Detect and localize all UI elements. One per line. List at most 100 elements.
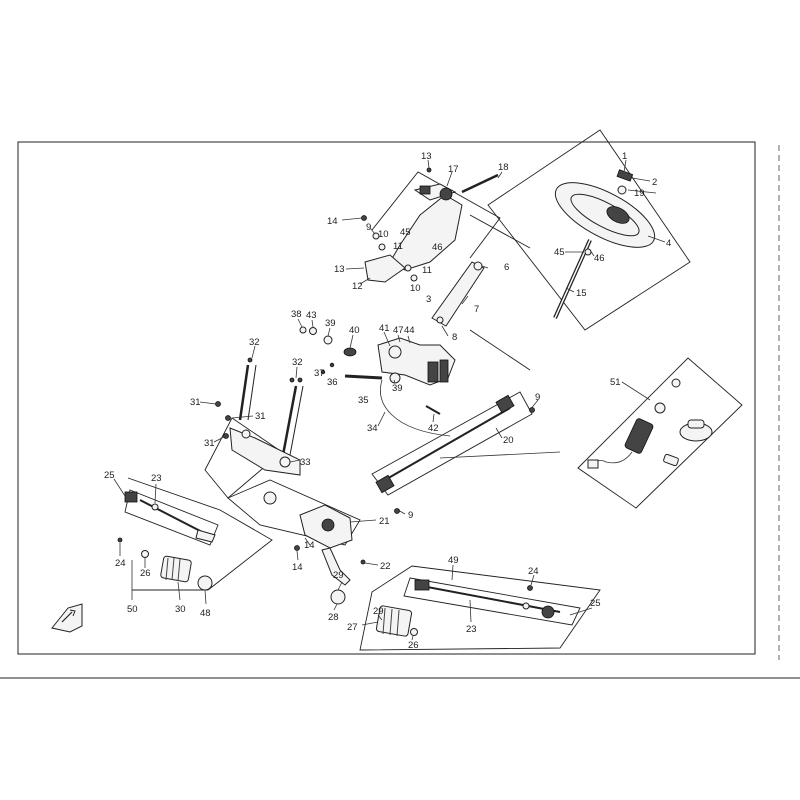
boot-left: [160, 555, 192, 583]
guide-plate: [431, 261, 485, 327]
callout-39: 39: [325, 318, 336, 329]
left-tierod-outline: [127, 477, 273, 591]
nut-43: [309, 327, 317, 335]
front-direction-icon: [51, 603, 83, 633]
mount-bracket: [229, 427, 301, 476]
callout-19: 19: [634, 188, 645, 199]
callout-25b: 25: [590, 598, 601, 609]
callout-40: 40: [349, 325, 360, 336]
tilt-group-outline: [371, 171, 501, 259]
callout-9b: 9: [535, 392, 540, 403]
wheel-group-outline: [487, 129, 691, 331]
callout-11b: 11: [422, 265, 432, 276]
callout-24: 24: [115, 558, 126, 569]
callout-43: 43: [306, 310, 317, 321]
steering-wheel-group: 1 2 19 4 45 46 15: [487, 129, 691, 331]
callout-41: 41: [379, 323, 390, 334]
callout-51: 51: [610, 377, 621, 388]
bushing-39: [323, 335, 333, 345]
right-tierod-outline: [359, 565, 601, 651]
clamp-26: [141, 550, 149, 558]
callout-39b: 39: [392, 383, 403, 394]
callout-3: 3: [426, 294, 431, 305]
callout-14b: 14: [292, 562, 303, 573]
callout-21: 21: [379, 516, 390, 527]
callout-9: 9: [366, 222, 371, 233]
u-joint-upper: [495, 394, 515, 414]
boot-right: [375, 605, 413, 637]
callout-1: 1: [622, 151, 627, 162]
ignition-wire: [595, 451, 633, 465]
callout-27: 27: [347, 622, 358, 633]
callout-15: 15: [576, 288, 587, 299]
callout-45b: 45: [400, 227, 411, 238]
callout-29: 29: [333, 570, 344, 581]
callout-12: 12: [352, 281, 363, 292]
clamp-26-right: [410, 628, 418, 636]
callout-31c: 31: [204, 438, 215, 449]
ignition-key: [663, 453, 679, 467]
callout-38: 38: [291, 309, 302, 320]
callout-10: 10: [378, 229, 389, 240]
callout-36: 36: [327, 377, 338, 388]
callout-9c: 9: [408, 510, 413, 521]
control-cable: [379, 379, 451, 437]
callout-33: 33: [300, 457, 311, 468]
callout-49: 49: [448, 555, 459, 566]
callout-11: 11: [393, 241, 403, 252]
clamp-28: [330, 589, 346, 605]
callout-30: 30: [175, 604, 186, 615]
washer-38: [299, 326, 307, 334]
callout-8: 8: [452, 332, 457, 343]
diagram-border: [17, 141, 756, 655]
right-tierod-group: 49 24 25 23 29 28 29 27 26: [328, 555, 601, 651]
tie-rod-left: [139, 499, 209, 536]
callout-50: 50: [127, 604, 138, 615]
callout-37: 37: [314, 368, 325, 379]
callout-6: 6: [504, 262, 509, 273]
callout-23b: 23: [466, 624, 477, 635]
callout-31b: 31: [255, 411, 266, 422]
callout-13: 13: [421, 151, 432, 162]
wheel-nut: [617, 185, 627, 195]
callout-45: 45: [554, 247, 565, 258]
u-joint-lower: [375, 474, 395, 494]
callout-48: 48: [200, 608, 211, 619]
left-tierod-group: 25 23 24 26 50 30 48: [104, 470, 273, 619]
callout-10b: 10: [410, 283, 421, 294]
ignition-switch-group: 51: [577, 357, 743, 509]
callout-13b: 13: [334, 264, 345, 275]
callout-18: 18: [498, 162, 509, 173]
callout-34: 34: [367, 423, 378, 434]
horn-emblem: [616, 169, 634, 182]
callout-26: 26: [140, 568, 151, 579]
callout-32: 32: [249, 337, 260, 348]
intermediate-shaft: [384, 407, 511, 481]
bolt-42: [425, 405, 441, 415]
tie-rod-right: [421, 585, 561, 613]
callout-22: 22: [380, 561, 391, 572]
callout-32b: 32: [292, 357, 303, 368]
callout-35: 35: [358, 395, 369, 406]
ignition-switch: [624, 418, 654, 454]
callout-7: 7: [474, 304, 479, 315]
column-shaft-group: 9 20 9: [371, 391, 561, 521]
clamp-48: [197, 575, 213, 591]
callout-47: 47: [393, 325, 404, 336]
lower-bracket: [364, 254, 406, 283]
pivot-assembly-group: 38 43 39 40 41 47 44 37 36 35 39 42 34: [291, 309, 456, 437]
callout-20: 20: [503, 435, 514, 446]
callout-2: 2: [652, 177, 657, 188]
callout-42: 42: [428, 423, 439, 434]
mount-frame-group: 32 32 31 31 31 33 21 14 14 22: [190, 337, 391, 586]
callout-17: 17: [448, 164, 459, 175]
callout-26b: 26: [408, 640, 419, 651]
callout-24b: 24: [528, 566, 539, 577]
callout-23: 23: [151, 473, 162, 484]
callout-46b: 46: [432, 242, 443, 253]
callout-14: 14: [327, 216, 338, 227]
tilt-lever: [461, 173, 499, 194]
mount-post-right: [281, 385, 298, 456]
callout-46: 46: [594, 253, 605, 264]
